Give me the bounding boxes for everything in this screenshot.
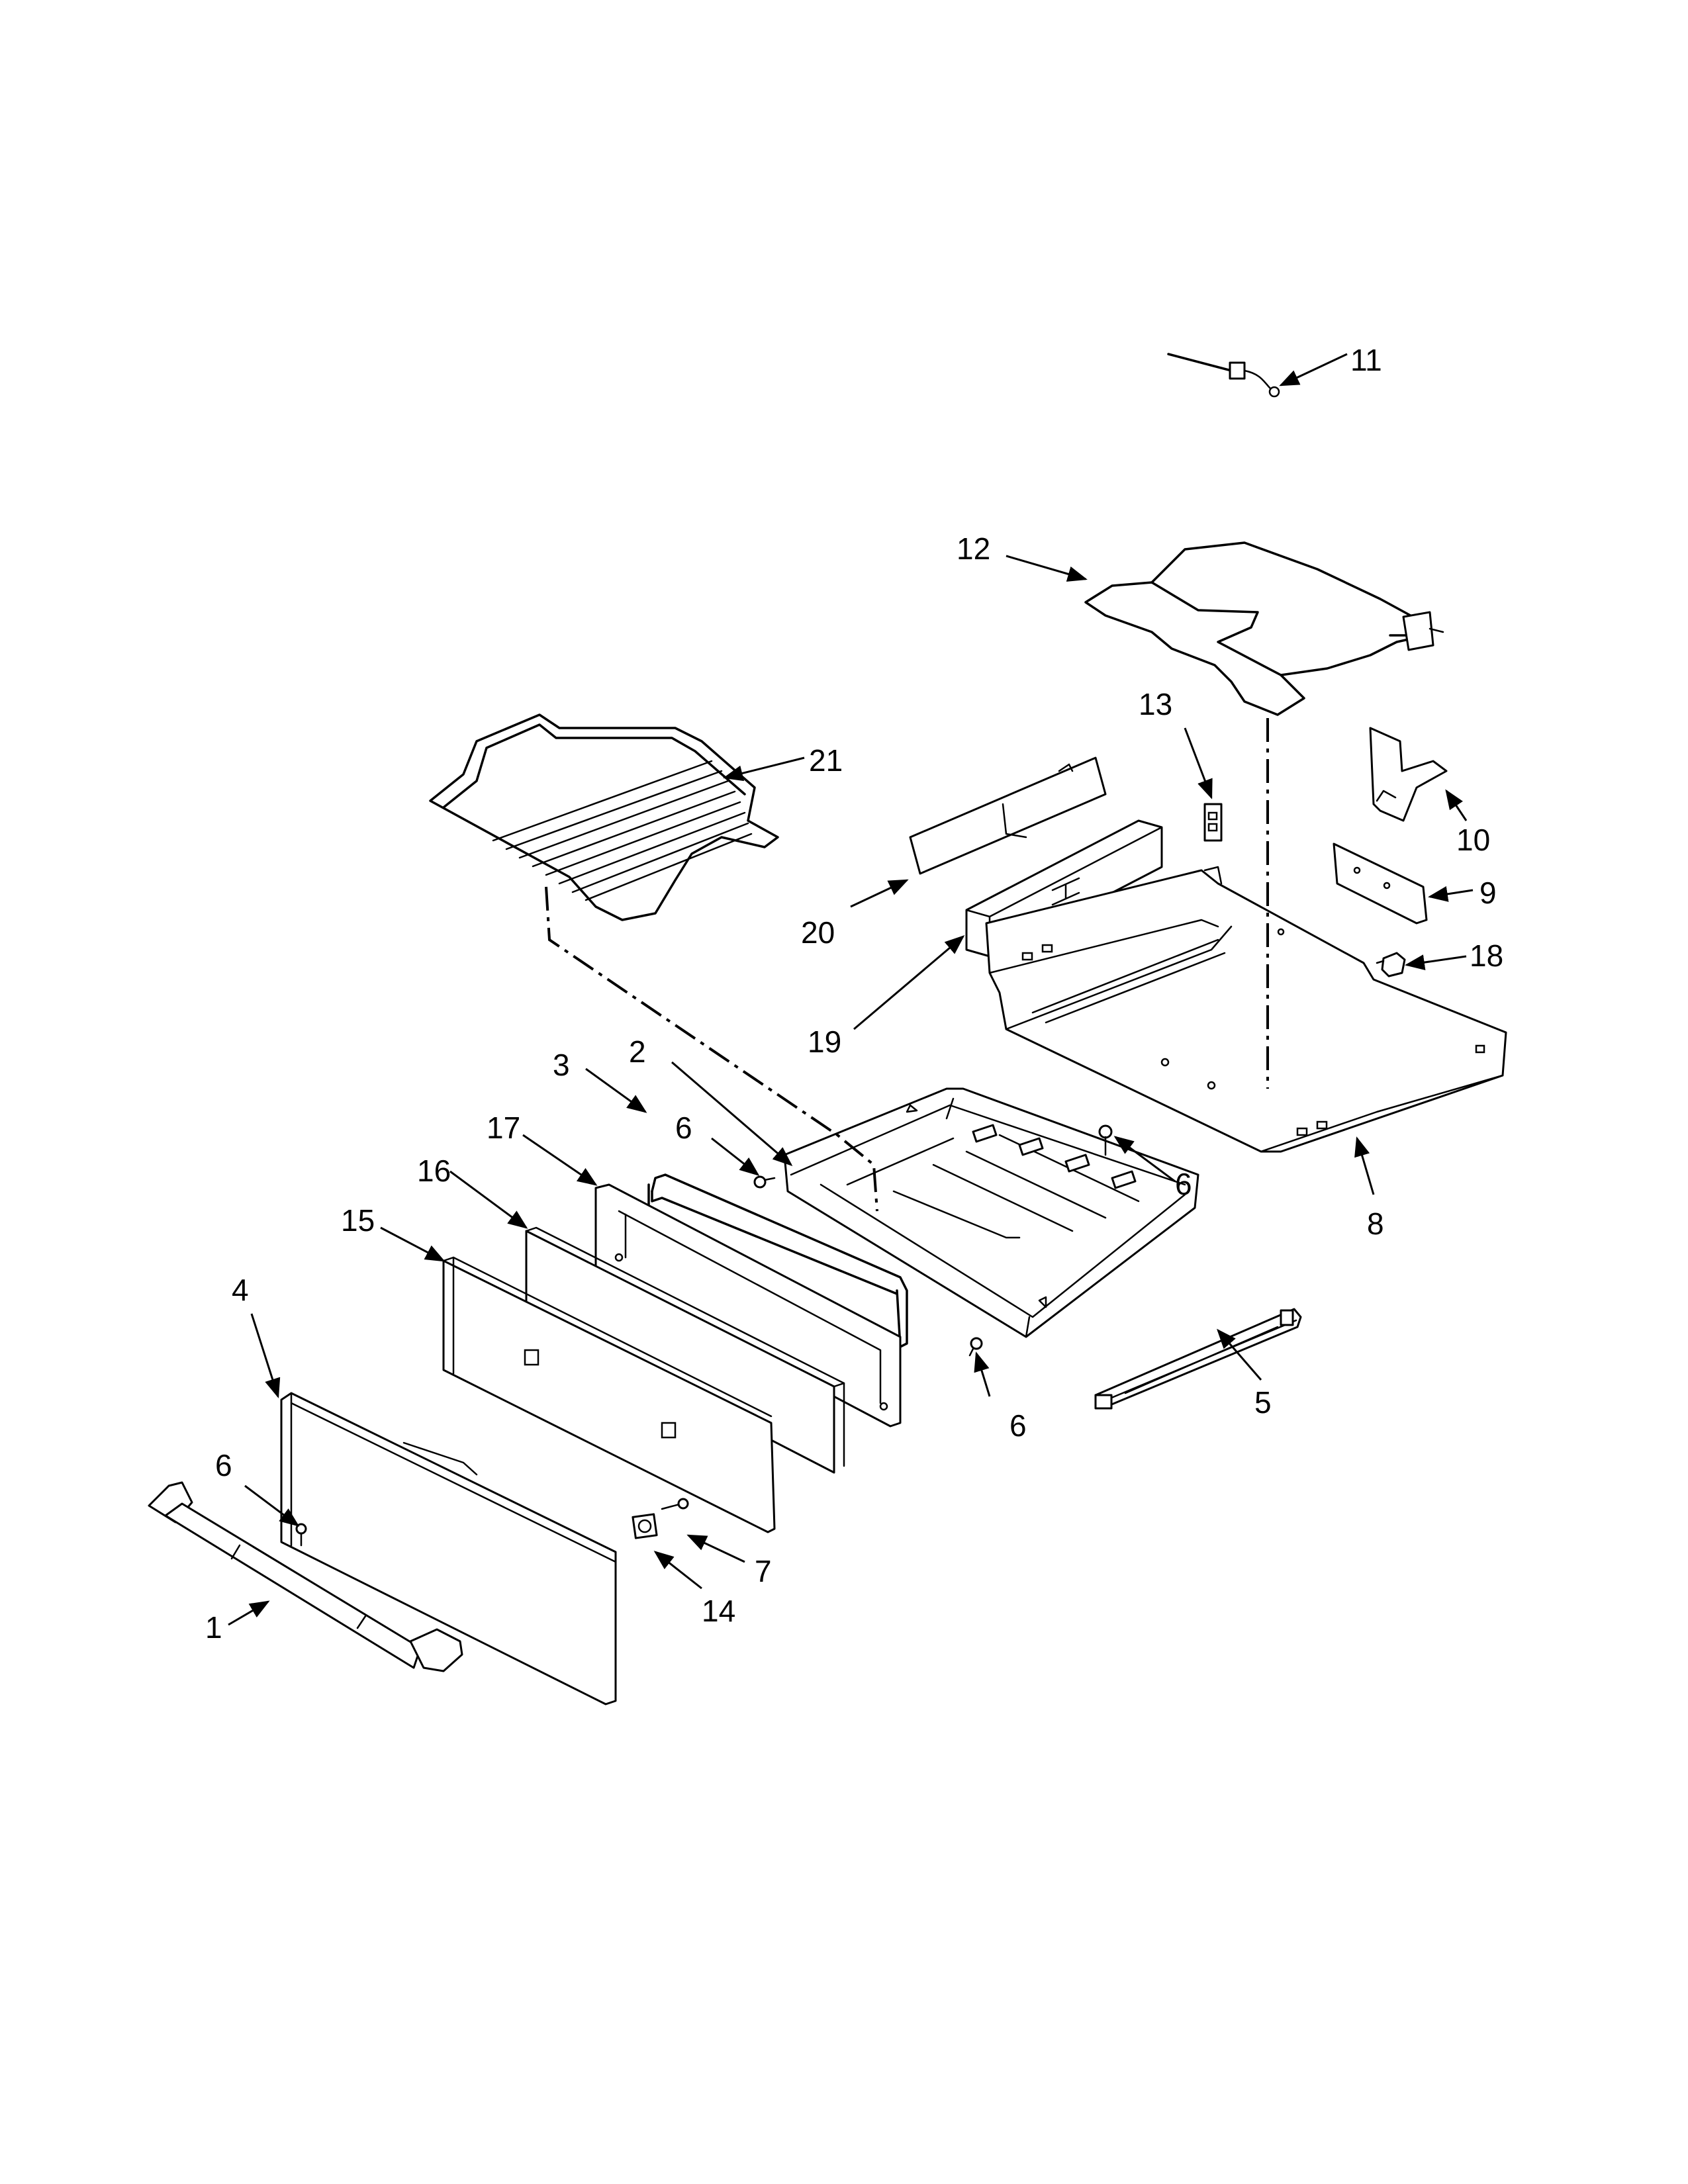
part-20-baffle — [909, 756, 1107, 875]
callout-17: 17 — [487, 1111, 520, 1145]
part-2-drawer-pan — [783, 1087, 1199, 1338]
callout-6: 6 — [675, 1111, 692, 1145]
part-9-bracket-plate — [1333, 842, 1428, 925]
callout-2: 2 — [629, 1034, 646, 1069]
alignment-line-rack — [545, 886, 878, 1212]
callout-7: 7 — [755, 1554, 772, 1588]
part-5-slide — [1094, 1308, 1302, 1410]
callout-6: 6 — [215, 1448, 232, 1482]
callout-15: 15 — [341, 1203, 375, 1238]
callout-1: 1 — [205, 1610, 222, 1645]
callout-8: 8 — [1367, 1206, 1384, 1241]
callout-20: 20 — [801, 915, 835, 950]
part-16-insulation-panel — [525, 1226, 845, 1474]
callout-10: 10 — [1456, 823, 1490, 857]
part-14-grommet — [632, 1513, 658, 1539]
callout-12: 12 — [957, 531, 990, 566]
part-6-screw-a — [753, 1175, 776, 1189]
callout-5: 5 — [1254, 1385, 1272, 1420]
callout-11: 11 — [1350, 343, 1382, 377]
part-11-sensor — [1167, 353, 1280, 398]
callout-21: 21 — [809, 743, 843, 778]
callout-6: 6 — [1009, 1408, 1027, 1443]
callout-4: 4 — [232, 1273, 249, 1307]
part-1-handle — [148, 1481, 463, 1672]
part-10-bracket — [1369, 727, 1448, 822]
callout-19: 19 — [808, 1024, 841, 1059]
part-15-door-liner — [442, 1256, 776, 1533]
part-6-screw-b — [1098, 1124, 1113, 1156]
callout-18: 18 — [1470, 938, 1503, 973]
part-8-drawer-housing — [985, 866, 1507, 1153]
callout-6: 6 — [1175, 1167, 1192, 1201]
part-21-rack — [429, 713, 779, 921]
part-7-screw — [661, 1498, 689, 1510]
part-12-bake-element — [1084, 541, 1444, 716]
leader-lines — [228, 353, 1474, 1626]
callout-9: 9 — [1479, 876, 1497, 910]
callout-labels: 11 12 21 13 10 20 9 18 19 2 3 6 17 6 16 … — [205, 343, 1503, 1645]
callout-13: 13 — [1139, 687, 1172, 721]
part-13-clip — [1203, 803, 1223, 842]
callout-16: 16 — [417, 1154, 451, 1188]
callout-14: 14 — [702, 1594, 735, 1628]
callout-3: 3 — [553, 1048, 570, 1082]
part-18-bumper — [1376, 952, 1406, 978]
part-6-screw-c — [968, 1337, 983, 1357]
